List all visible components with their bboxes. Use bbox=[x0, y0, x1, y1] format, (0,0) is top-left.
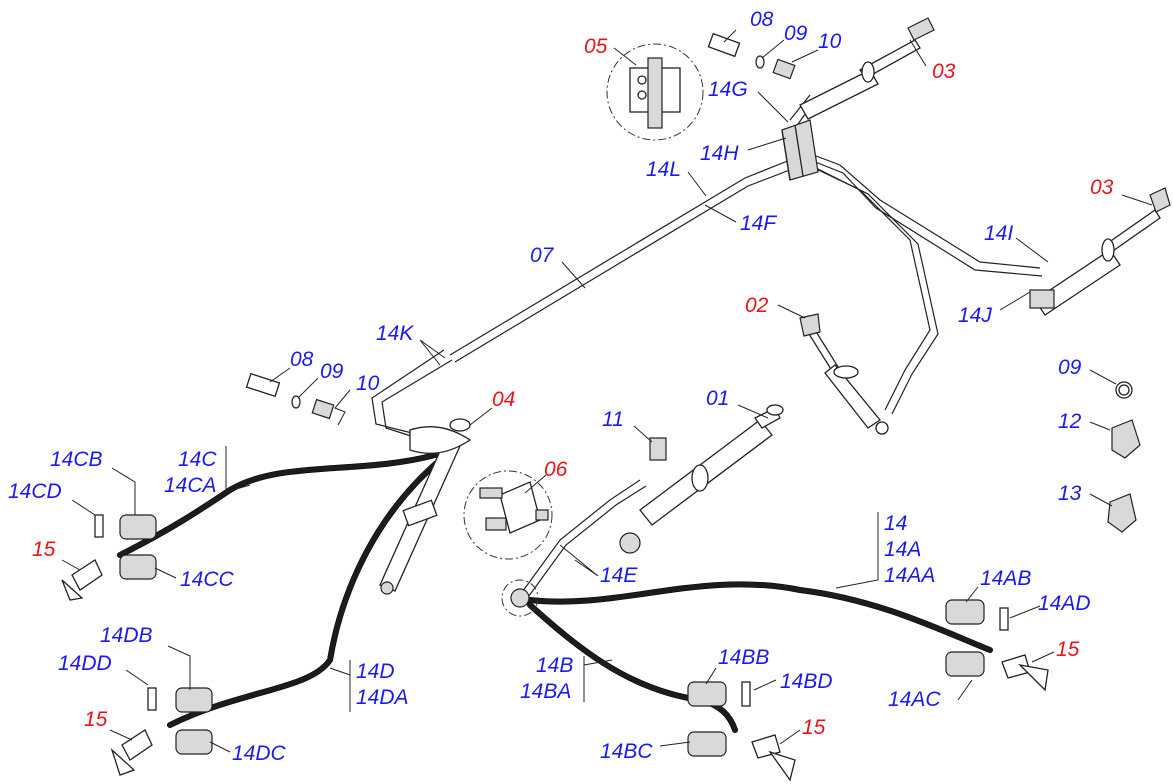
label-08-left: 08 bbox=[290, 348, 314, 371]
label-05: 05 bbox=[584, 35, 608, 58]
label-14H: 14H bbox=[700, 142, 739, 165]
cylinder-01 bbox=[619, 404, 784, 554]
label-14CC: 14CC bbox=[180, 568, 235, 591]
cylinder-03-top bbox=[799, 17, 935, 120]
label-14D: 14D bbox=[356, 660, 395, 683]
couplers bbox=[61, 514, 1049, 782]
label-10-left: 10 bbox=[356, 372, 380, 395]
label-14C: 14C bbox=[178, 448, 217, 471]
label-14CA: 14CA bbox=[164, 474, 217, 497]
label-01: 01 bbox=[706, 387, 729, 410]
label-11: 11 bbox=[602, 408, 624, 431]
rigid-tubes bbox=[371, 94, 1043, 601]
cylinder-04 bbox=[379, 418, 472, 595]
label-14I: 14I bbox=[984, 222, 1013, 245]
label-02: 02 bbox=[745, 294, 769, 317]
label-15-d: 15 bbox=[1056, 638, 1080, 661]
valve-block bbox=[781, 119, 819, 181]
label-14G: 14G bbox=[708, 78, 748, 101]
cylinder-02 bbox=[799, 313, 889, 435]
label-09-top: 09 bbox=[784, 22, 808, 45]
label-14K: 14K bbox=[376, 322, 414, 345]
label-03-right: 03 bbox=[1090, 176, 1114, 199]
label-14BA: 14BA bbox=[520, 680, 571, 703]
label-09-left: 09 bbox=[320, 360, 344, 383]
label-14CD: 14CD bbox=[8, 480, 62, 503]
label-10-top: 10 bbox=[818, 30, 842, 53]
detail-05 bbox=[606, 43, 704, 141]
label-09-loose: 09 bbox=[1058, 356, 1082, 379]
label-15-c: 15 bbox=[802, 716, 826, 739]
label-13: 13 bbox=[1058, 482, 1082, 505]
label-15-a: 15 bbox=[32, 538, 56, 561]
braided-hoses bbox=[117, 452, 993, 733]
fittings bbox=[245, 32, 1141, 533]
label-14J: 14J bbox=[958, 304, 992, 327]
label-14DA: 14DA bbox=[356, 686, 409, 709]
label-14AC: 14AC bbox=[888, 688, 941, 711]
label-03-top: 03 bbox=[932, 60, 956, 83]
label-14F: 14F bbox=[740, 212, 777, 235]
label-14BB: 14BB bbox=[718, 646, 769, 669]
label-06: 06 bbox=[544, 458, 568, 481]
label-08-top: 08 bbox=[750, 8, 774, 31]
label-07: 07 bbox=[530, 244, 555, 267]
label-14CB: 14CB bbox=[50, 448, 103, 471]
cylinder-03-right bbox=[1029, 187, 1171, 316]
label-14: 14 bbox=[884, 512, 907, 535]
label-12: 12 bbox=[1058, 410, 1082, 433]
label-14L: 14L bbox=[646, 158, 681, 181]
label-14A: 14A bbox=[884, 538, 921, 561]
label-04: 04 bbox=[492, 388, 515, 411]
part-labels: 01 02 03 03 04 05 06 07 08 09 10 08 09 1… bbox=[8, 8, 1114, 765]
label-14BD: 14BD bbox=[780, 670, 833, 693]
label-14BC: 14BC bbox=[600, 740, 653, 763]
label-14DC: 14DC bbox=[232, 742, 287, 765]
label-14B: 14B bbox=[536, 654, 573, 677]
label-14E: 14E bbox=[600, 564, 638, 587]
label-15-b: 15 bbox=[84, 708, 108, 731]
detail-06 bbox=[463, 470, 553, 560]
label-14AD: 14AD bbox=[1038, 592, 1091, 615]
label-14AA: 14AA bbox=[884, 564, 935, 587]
label-14AB: 14AB bbox=[980, 567, 1031, 590]
leader-lines bbox=[61, 29, 1153, 753]
label-14DB: 14DB bbox=[100, 624, 153, 647]
manifold-14E bbox=[501, 579, 539, 617]
label-14DD: 14DD bbox=[58, 652, 112, 675]
